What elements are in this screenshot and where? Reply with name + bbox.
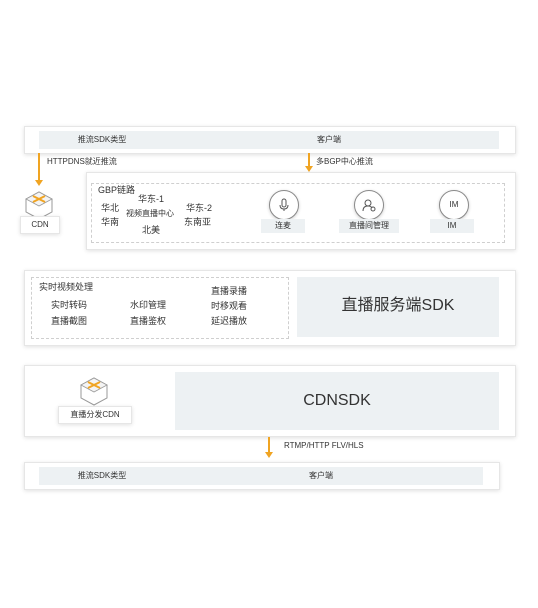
region-huanan: 华南 [101, 217, 120, 227]
room-manage-icon [354, 190, 384, 220]
room-manage-label-box: 直播间管理 [339, 219, 399, 233]
im-label-box: IM [430, 219, 474, 233]
httpdns-arrow-line [38, 153, 40, 181]
live-cdn-label: 直播分发CDN [70, 410, 120, 419]
processing-dashed-frame [31, 277, 289, 339]
bgp-arrow-line [308, 153, 310, 167]
region-huadong2: 华东-2 [186, 203, 213, 213]
cdn-sdk-label: CDNSDK [303, 392, 371, 409]
live-center-label: 视频直播中心 [126, 209, 174, 218]
server-sdk-box: 直播服务端SDK [297, 277, 499, 337]
rtmp-arrow-line [268, 437, 270, 453]
top-client-bar: 推流SDK类型 客户端 [24, 126, 516, 154]
gbp-title: GBP链路 [98, 185, 136, 195]
live-center-panel: GBP链路 华北 华南 华东-1 视频直播中心 北美 华东-2 东南亚 连麦 直… [86, 172, 516, 250]
bgp-arrow-head [305, 166, 313, 172]
cdn-panel: 直播分发CDN CDNSDK [24, 365, 516, 437]
proc-delay: 延迟播放 [211, 316, 248, 326]
server-sdk-label: 直播服务端SDK [341, 297, 455, 314]
rtmp-arrow-head [265, 452, 273, 458]
lianmai-label: 连麦 [275, 221, 291, 230]
processing-title: 实时视频处理 [39, 282, 94, 292]
httpdns-label: HTTPDNS就近推流 [47, 157, 117, 166]
cdn-label-box: CDN [20, 216, 60, 234]
cdn-cube-icon [80, 377, 108, 406]
rtmp-label: RTMP/HTTP FLV/HLS [284, 441, 364, 450]
region-beimei: 北美 [142, 225, 161, 235]
server-panel: 实时视频处理 实时转码 直播截图 水印管理 直播鉴权 直播录播 时移观看 延迟播… [24, 270, 516, 346]
proc-transcode: 实时转码 [51, 300, 88, 310]
live-cdn-label-box: 直播分发CDN [58, 406, 132, 424]
region-dongnanya: 东南亚 [184, 217, 212, 227]
cdn-cube-icon [25, 191, 53, 220]
im-label: IM [447, 221, 457, 230]
top-sdk-type-box: 推流SDK类型 [39, 131, 165, 149]
proc-auth: 直播鉴权 [130, 316, 167, 326]
bottom-sdk-type-label: 推流SDK类型 [77, 471, 127, 480]
top-client-box: 客户端 [159, 131, 499, 149]
gbp-dashed-frame [91, 183, 505, 243]
bottom-sdk-type-box: 推流SDK类型 [39, 467, 165, 485]
room-manage-label: 直播间管理 [349, 221, 389, 230]
region-huadong1: 华东-1 [138, 194, 165, 204]
top-client-label: 客户端 [317, 135, 341, 144]
region-huabei: 华北 [101, 203, 120, 213]
cdn-sdk-box: CDNSDK [175, 372, 499, 430]
bottom-client-bar: 推流SDK类型 客户端 [24, 462, 500, 490]
proc-snapshot: 直播截图 [51, 316, 88, 326]
top-sdk-type-label: 推流SDK类型 [77, 135, 127, 144]
im-icon: IM [439, 190, 469, 220]
bgp-label: 多BGP中心推流 [316, 157, 373, 166]
proc-timeshift: 时移观看 [211, 301, 248, 311]
proc-watermark: 水印管理 [130, 300, 167, 310]
bottom-client-label: 客户端 [309, 471, 333, 480]
httpdns-arrow-head [35, 180, 43, 186]
proc-record: 直播录播 [211, 286, 248, 296]
bottom-client-box: 客户端 [159, 467, 483, 485]
im-icon-text: IM [449, 200, 459, 209]
cdn-label: CDN [31, 220, 49, 229]
lianmai-label-box: 连麦 [261, 219, 305, 233]
microphone-icon [269, 190, 299, 220]
